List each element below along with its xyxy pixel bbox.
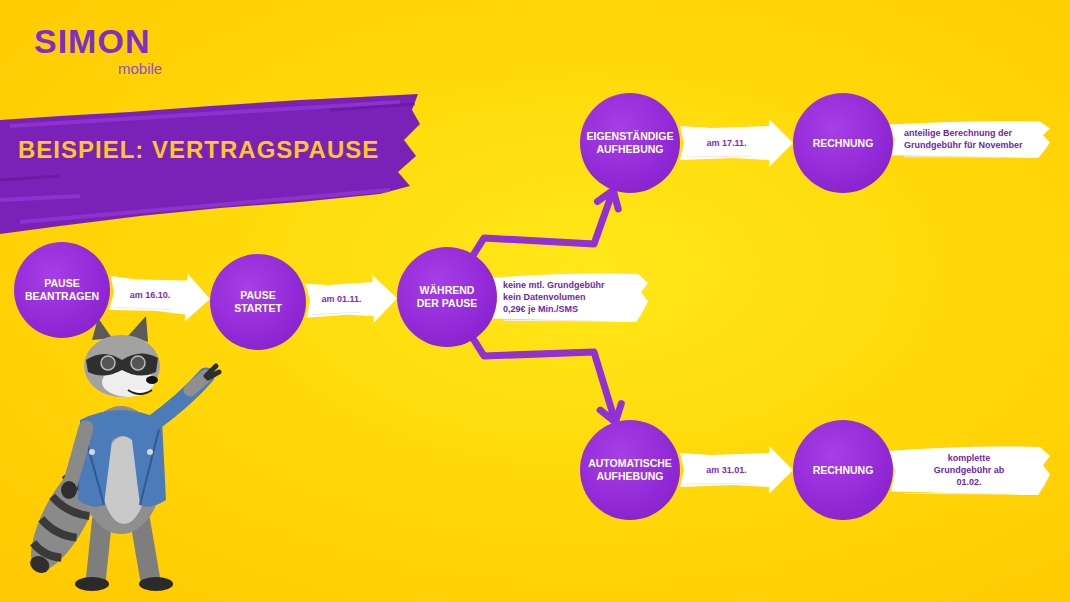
circle-label: RECHNUNG <box>798 137 888 150</box>
edge-label: am 31.01. <box>706 465 748 476</box>
brush-fill <box>888 121 1050 158</box>
process-circle: EIGENSTÄNDIGE AUFHEBUNG <box>580 93 680 193</box>
arrow-head <box>598 190 619 209</box>
brush-streak <box>504 320 600 322</box>
date-arrow <box>109 274 210 322</box>
banner-streak <box>0 102 400 222</box>
brush-streak <box>904 156 1001 157</box>
brush-streak <box>686 483 751 484</box>
diagram-title: BEISPIEL: VERTRAGSPAUSE <box>18 136 379 164</box>
brush-fill <box>888 446 1050 495</box>
title-banner <box>0 94 420 234</box>
note-text: anteilige Berechnung der Grundgebühr für… <box>904 127 1034 151</box>
edge-label: am 16.10. <box>129 290 171 301</box>
circle-label: PAUSE BEANTRAGEN <box>20 277 104 303</box>
circle-text-group: PAUSE BEANTRAGEN <box>20 277 104 303</box>
note-text: keine mtl. Grundgebühr <box>503 279 636 291</box>
brush-stroke <box>888 120 1050 158</box>
arrow-head <box>600 404 621 423</box>
flow-connector <box>474 339 616 422</box>
circle-text-group: AUTOMATISCHE AUFHEBUNG <box>585 457 675 483</box>
brush-streak <box>312 312 360 314</box>
logo-subtext: mobile <box>118 60 162 77</box>
note-text: komplette Grundgebühr ab 01.02. <box>929 452 1009 488</box>
date-arrow <box>680 446 793 494</box>
note-strip: keine mtl. Grundgebührkein Datenvolumen0… <box>488 272 648 322</box>
note-text: 0,29€ je Min./SMS <box>503 303 636 315</box>
process-circle: WÄHREND DER PAUSE <box>397 247 497 347</box>
circle-text-group: RECHNUNG <box>798 464 888 477</box>
process-circle: RECHNUNG <box>793 93 893 193</box>
flow-connector <box>474 190 614 255</box>
circle-text-group: PAUSE STARTET <box>221 289 295 315</box>
logo-text: SIMON <box>34 22 150 61</box>
circle-label: WÄHREND DER PAUSE <box>415 284 479 310</box>
raccoon-illustration <box>17 316 219 591</box>
note-strip: anteilige Berechnung der Grundgebühr für… <box>888 120 1050 158</box>
circle-label: AUTOMATISCHE AUFHEBUNG <box>585 457 675 483</box>
banner-streak <box>0 104 415 180</box>
circle-label: EIGENSTÄNDIGE AUFHEBUNG <box>585 130 675 156</box>
edge-label: am 01.11. <box>321 294 363 305</box>
note-strip: komplette Grundgebühr ab 01.02. <box>888 445 1050 495</box>
date-arrow <box>680 119 793 167</box>
brush-streak <box>686 156 751 157</box>
note-text: kein Datenvolumen <box>503 291 636 303</box>
brush-streak <box>904 493 1001 495</box>
process-circle: RECHNUNG <box>793 420 893 520</box>
process-circle: AUTOMATISCHE AUFHEBUNG <box>580 420 680 520</box>
circle-label: PAUSE STARTET <box>221 289 295 315</box>
process-circle: PAUSE STARTET <box>210 254 306 350</box>
circle-label: RECHNUNG <box>798 464 888 477</box>
brush-streak <box>115 307 170 309</box>
circle-text-group: EIGENSTÄNDIGE AUFHEBUNG <box>585 130 675 156</box>
process-circle: PAUSE BEANTRAGEN <box>14 242 110 338</box>
circle-text-group: WÄHREND DER PAUSE <box>415 284 479 310</box>
edge-label: am 17.11. <box>706 138 748 149</box>
circle-text-group: RECHNUNG <box>798 137 888 150</box>
date-arrow <box>306 275 398 323</box>
brush-fill <box>488 273 648 322</box>
